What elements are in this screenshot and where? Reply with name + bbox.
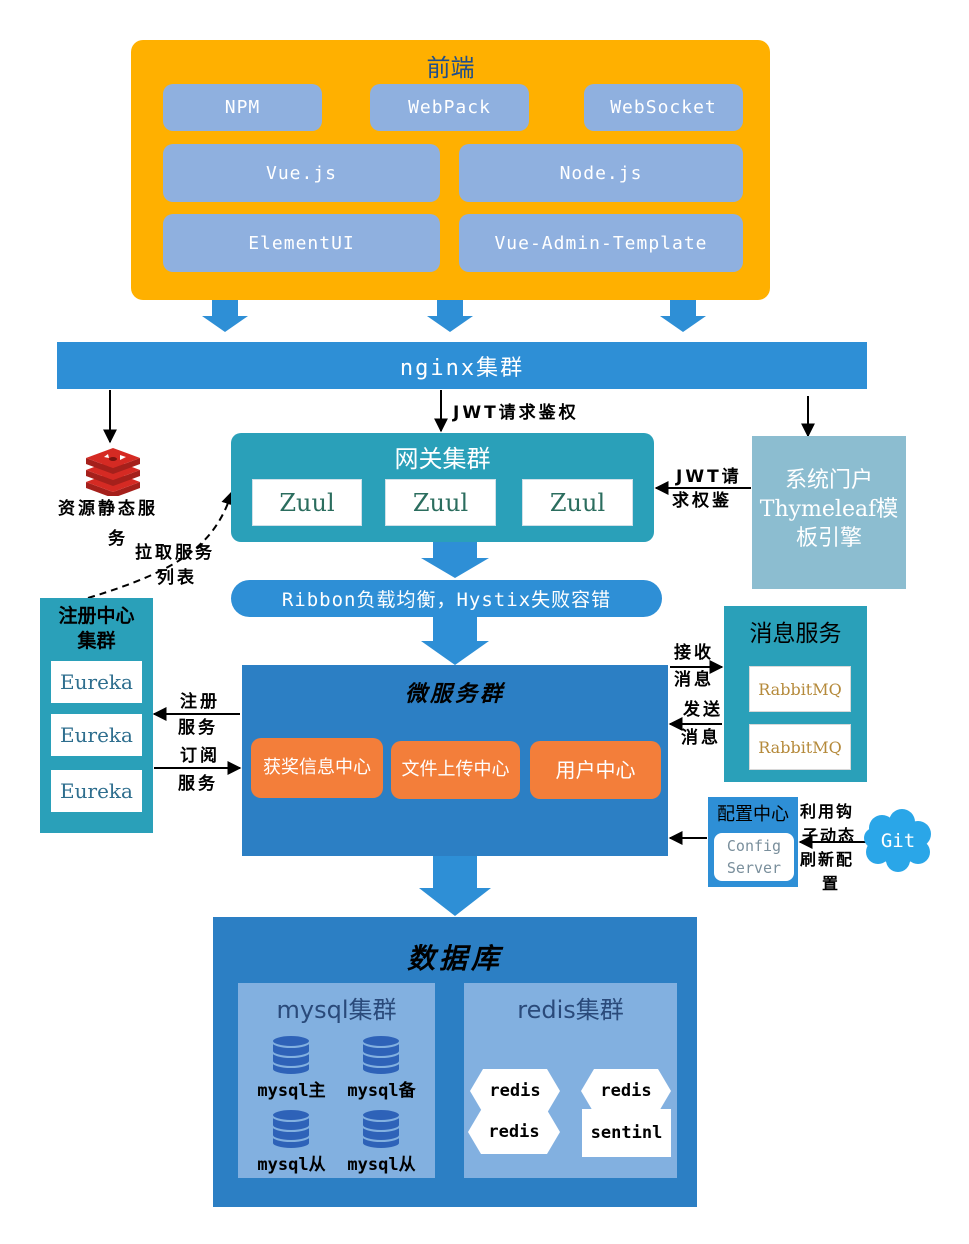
database-icon bbox=[361, 1108, 401, 1149]
static-resource-label-2: 务 bbox=[108, 529, 128, 549]
rabbitmq-box-2: RabbitMQ bbox=[749, 724, 851, 770]
subscribe-label-1: 订阅 bbox=[180, 746, 220, 766]
config-center-title: 配置中心 bbox=[717, 804, 789, 825]
mysql-master-label: mysql主 bbox=[257, 1080, 326, 1101]
zuul-box-2: Zuul bbox=[385, 479, 496, 526]
config-server-line-2: Server bbox=[726, 859, 782, 877]
redis-node-label-3: redis bbox=[488, 1122, 540, 1142]
pull-service-label-1: 拉取服务 bbox=[135, 543, 215, 563]
nginx-cluster-bar: nginx集群 bbox=[57, 342, 867, 389]
webpack-box: WebPack bbox=[370, 84, 529, 131]
arrow-pull-service-list bbox=[87, 490, 235, 599]
block-arrow-frontend-nginx-2 bbox=[427, 300, 473, 332]
gateway-cluster-panel: 网关集群 Zuul Zuul Zuul bbox=[231, 433, 654, 542]
elementui-box: ElementUI bbox=[163, 214, 440, 272]
block-arrow-frontend-nginx-3 bbox=[660, 300, 706, 332]
eureka-box-2: Eureka bbox=[51, 714, 142, 756]
block-arrow-gateway-ribbon bbox=[421, 542, 489, 578]
send-message-label-2: 消息 bbox=[681, 728, 721, 748]
redis-cluster-title: redis集群 bbox=[517, 995, 624, 1024]
ribbon-hystrix-bar: Ribbon负载均衡，Hystix失败容错 bbox=[231, 580, 662, 617]
redis-logo-icon bbox=[86, 448, 140, 496]
send-message-label-1: 发送 bbox=[683, 700, 723, 720]
jwt-auth-label: JWT请求鉴权 bbox=[453, 403, 579, 423]
jwt-auth-right-label-2: 求权鉴 bbox=[672, 491, 732, 511]
jwt-auth-right-label-1: JWT请 bbox=[676, 467, 742, 487]
sentinel-node-box: sentinl bbox=[582, 1109, 671, 1157]
registry-title-1: 注册中心 bbox=[58, 605, 135, 627]
receive-message-label-2: 消息 bbox=[674, 670, 714, 690]
hook-label-3: 刷新配 bbox=[800, 850, 855, 869]
database-icon bbox=[361, 1034, 401, 1075]
rabbitmq-box-1: RabbitMQ bbox=[749, 666, 851, 712]
redis-node-hexagon bbox=[468, 1110, 560, 1154]
redis-node-label-1: redis bbox=[489, 1081, 541, 1101]
eureka-box-3: Eureka bbox=[51, 770, 142, 812]
git-cloud-icon bbox=[864, 809, 931, 872]
vuejs-box: Vue.js bbox=[163, 144, 440, 202]
mysql-backup-label: mysql备 bbox=[347, 1080, 416, 1101]
register-label-1: 注册 bbox=[180, 692, 220, 712]
receive-message-label-1: 接收 bbox=[674, 643, 714, 663]
zuul-box-1: Zuul bbox=[252, 479, 362, 526]
git-label: Git bbox=[880, 830, 916, 852]
block-arrow-frontend-nginx-1 bbox=[202, 300, 248, 332]
system-portal-panel: 系统门户 Thymeleaf模 板引擎 bbox=[752, 436, 906, 589]
mysql-slave-label-2: mysql从 bbox=[347, 1154, 416, 1175]
portal-line-3: 板引擎 bbox=[795, 526, 862, 551]
mysql-cluster-panel: mysql集群 mysql主 mysql备 bbox=[238, 983, 435, 1178]
hook-label-1: 利用钩 bbox=[800, 802, 855, 821]
database-panel: 数据库 mysql集群 mysql主 mysql备 bbox=[213, 917, 697, 1207]
eureka-box-1: Eureka bbox=[51, 661, 142, 703]
npm-box: NPM bbox=[163, 84, 322, 131]
register-label-2: 服务 bbox=[178, 718, 218, 738]
portal-line-1: 系统门户 bbox=[784, 468, 873, 493]
pull-service-label-2: 列表 bbox=[157, 568, 197, 588]
message-service-title: 消息服务 bbox=[749, 621, 842, 647]
user-center-box: 用户中心 bbox=[530, 741, 661, 799]
mysql-slave-label-1: mysql从 bbox=[257, 1154, 326, 1175]
config-server-box: Config Server bbox=[714, 833, 794, 881]
websocket-box: WebSocket bbox=[584, 84, 743, 131]
zuul-box-3: Zuul bbox=[522, 479, 633, 526]
redis-node-hexagon bbox=[581, 1069, 671, 1113]
mysql-cluster-title: mysql集群 bbox=[276, 995, 397, 1024]
redis-node-hexagon bbox=[470, 1069, 560, 1113]
hook-label-4: 置 bbox=[822, 874, 841, 893]
microservice-title: 微服务群 bbox=[404, 682, 505, 707]
static-resource-label-1: 资源静态服 bbox=[58, 499, 158, 519]
frontend-panel: 前端 NPM WebPack WebSocket Vue.js Node.js … bbox=[131, 40, 770, 300]
redis-cluster-panel: redis集群 redis redis redis sentinl bbox=[464, 983, 677, 1178]
config-center-panel: 配置中心 Config Server bbox=[708, 797, 798, 887]
database-icon bbox=[271, 1034, 311, 1075]
database-icon bbox=[271, 1108, 311, 1149]
hook-label-2: 子动态 bbox=[802, 826, 857, 845]
registry-title-2: 集群 bbox=[77, 630, 116, 652]
redis-node-label-2: redis bbox=[600, 1081, 652, 1101]
nodejs-box: Node.js bbox=[459, 144, 743, 202]
frontend-title: 前端 bbox=[426, 53, 475, 82]
database-title: 数据库 bbox=[406, 942, 503, 975]
registry-cluster-panel: 注册中心 集群 Eureka Eureka Eureka bbox=[40, 598, 153, 833]
config-server-line-1: Config bbox=[726, 837, 782, 855]
gateway-title: 网关集群 bbox=[394, 445, 491, 473]
message-service-panel: 消息服务 RabbitMQ RabbitMQ bbox=[724, 606, 867, 782]
award-info-center-box: 获奖信息中心 bbox=[251, 738, 383, 798]
block-arrow-ribbon-micro bbox=[421, 617, 489, 665]
subscribe-label-2: 服务 bbox=[178, 774, 218, 794]
vue-admin-template-box: Vue-Admin-Template bbox=[459, 214, 743, 272]
block-arrow-micro-db bbox=[419, 856, 491, 916]
microservice-cluster-panel: 微服务群 获奖信息中心 文件上传中心 用户中心 bbox=[242, 665, 668, 856]
file-upload-center-box: 文件上传中心 bbox=[391, 741, 520, 799]
portal-line-2: Thymeleaf模 bbox=[759, 497, 899, 522]
